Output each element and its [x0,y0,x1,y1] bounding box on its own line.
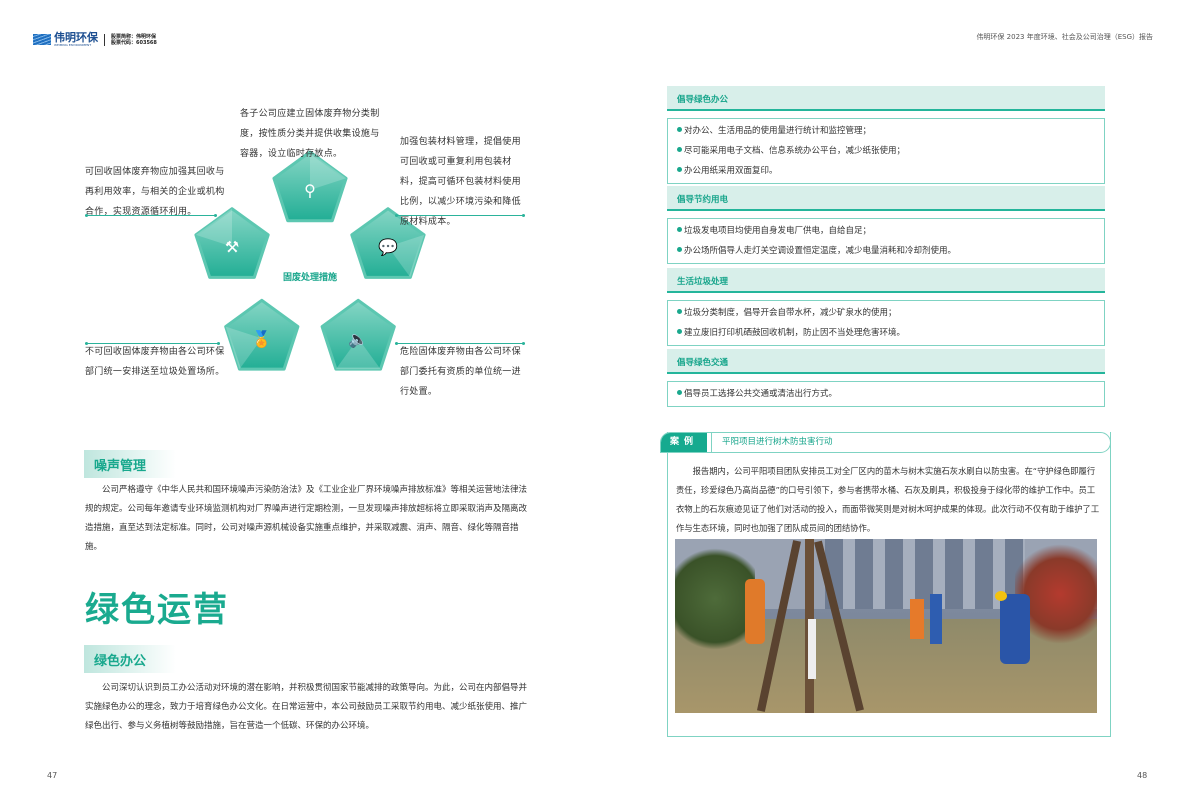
section-header: 倡导绿色办公 [667,86,1105,111]
pentagon [194,207,270,279]
section-list: 垃圾发电项目均使用自身发电厂供电，自给自足； 办公场所倡导人走灯关空调设置恒定温度… [667,218,1105,264]
section-list: 对办公、生活用品的使用量进行统计和监控管理； 尽可能采用电子文档、信息系统办公平台… [667,118,1105,184]
green-office-heading: 绿色办公 [84,645,176,673]
diagram-bottom-left-text: 不可回收固体废弃物由各公司环保部门统一安排送至垃圾处置场所。 [85,347,225,377]
connector-line [85,214,217,217]
list-item-text: 垃圾分类制度，倡导开会自带水杯，减少矿泉水的使用； [684,308,897,318]
case-title: 平阳项目进行树木防虫害行动 [711,433,833,452]
section-header: 生活垃圾处理 [667,268,1105,293]
list-item: 垃圾分类制度，倡导开会自带水杯，减少矿泉水的使用； [677,303,1095,323]
section-list: 垃圾分类制度，倡导开会自带水杯，减少矿泉水的使用； 建立废旧打印机硒鼓回收机制，防… [667,300,1105,346]
stock-code: 股票代码：603568 [111,39,157,46]
waste-diagram: ⚲ 💬 🔈 🏅 ⚒ 固废处理措施 [194,150,426,371]
list-item: 对办公、生活用品的使用量进行统计和监控管理； [677,121,1095,141]
case-photo [675,539,1097,713]
pentagon-highlight [310,152,347,190]
pentagon [272,150,348,223]
section-header: 倡导绿色交通 [667,349,1105,374]
list-item: 垃圾发电项目均使用自身发电厂供电，自给自足； [677,221,1095,241]
bullet-icon [677,329,682,334]
connector-line [395,214,525,217]
page-number-right: 48 [1137,771,1148,780]
list-item: 尽可能采用电子文档、信息系统办公平台，减少纸张使用； [677,141,1095,161]
stamp-icon: ⚲ [304,181,316,200]
logo-icon [33,34,51,45]
bullet-icon [677,147,682,152]
list-item-text: 垃圾发电项目均使用自身发电厂供电，自给自足； [684,226,872,236]
diagram-center-label: 固废处理措施 [283,271,337,283]
list-item-text: 尽可能采用电子文档、信息系统办公平台，减少纸张使用； [684,146,906,156]
diagram-bottom-right-text: 危险固体废弃物由各公司环保部门委托有资质的单位统一进行处置。 [400,347,521,397]
green-office-text: 公司深切认识到员工办公活动对环境的潜在影响，并积极贯彻国家节能减排的政策导向。为… [85,683,528,731]
list-item-text: 办公场所倡导人走灯关空调设置恒定温度，减少电量消耗和冷却剂使用。 [684,246,957,256]
noise-heading: 噪声管理 [84,450,176,478]
list-item: 办公场所倡导人走灯关空调设置恒定温度，减少电量消耗和冷却剂使用。 [677,241,1095,261]
diagram-top-text: 各子公司应建立固体废弃物分类制度，按性质分类并提供收集设施与容器，设立临时存放点… [240,109,380,159]
section-list: 倡导员工选择公共交通或清洁出行方式。 [667,381,1105,407]
connector-line [395,342,525,345]
list-item-text: 对办公、生活用品的使用量进行统计和监控管理； [684,126,872,136]
stock-name: 股票简称：伟明环保 [111,33,157,40]
pentagon-highlight [387,234,425,278]
bullet-icon [677,167,682,172]
pentagon-highlight [335,338,381,370]
list-item-text: 办公用纸采用双面复印。 [684,166,778,176]
case-text: 报告期内，公司平阳项目团队安排员工对全厂区内的苗木与树木实施石灰水刷白以防虫害。… [676,466,1100,533]
pentagon-highlight [225,326,262,370]
connector-line [85,342,220,345]
bullet-icon [677,227,682,232]
diagram-right-text: 加强包装材料管理，提倡使用可回收或可重复利用包装材料，提高可循环包装材料使用比例… [400,137,521,227]
list-item-text: 建立废旧打印机硒鼓回收机制，防止因不当处理危害环境。 [684,328,906,338]
company-name: 伟明环保 [54,31,98,44]
section-header: 倡导节约用电 [667,186,1105,211]
diagram-left-text: 可回收固体废弃物应加强其回收与再利用效率，与相关的企业或机构合作，实现资源循环利… [85,167,225,217]
list-item: 倡导员工选择公共交通或清洁出行方式。 [677,384,1095,404]
pentagon [350,207,426,279]
pentagon [224,298,300,371]
pentagon [320,298,396,371]
report-title: 伟明环保 2023 年度环境、社会及公司治理（ESG）报告 [976,33,1153,41]
case-tag: 案例 [661,433,707,452]
noise-text: 公司严格遵守《中华人民共和国环境噪声污染防治法》及《工业企业厂界环境噪声排放标准… [85,485,528,552]
case-header: 案例 平阳项目进行树木防虫害行动 [660,432,1111,453]
pentagon-highlight [195,208,233,247]
chat-icon: 💬 [378,238,398,257]
company-logo: 伟明环保 WEIMING ENVIRONMENT 股票简称：伟明环保股票代码：6… [33,32,157,47]
list-item: 办公用纸采用双面复印。 [677,161,1095,181]
bullet-icon [677,390,682,395]
green-ops-title: 绿色运营 [85,590,229,630]
bullet-icon [677,127,682,132]
bullet-icon [677,309,682,314]
medal-icon: 🏅 [252,329,272,348]
gavel-icon: ⚒ [225,238,239,257]
bullet-icon [677,247,682,252]
speaker-icon: 🔈 [348,329,368,348]
company-name-en: WEIMING ENVIRONMENT [54,43,92,47]
case-box [667,432,1111,737]
list-item-text: 倡导员工选择公共交通或清洁出行方式。 [684,389,838,399]
page-number-left: 47 [47,771,58,780]
list-item: 建立废旧打印机硒鼓回收机制，防止因不当处理危害环境。 [677,323,1095,343]
